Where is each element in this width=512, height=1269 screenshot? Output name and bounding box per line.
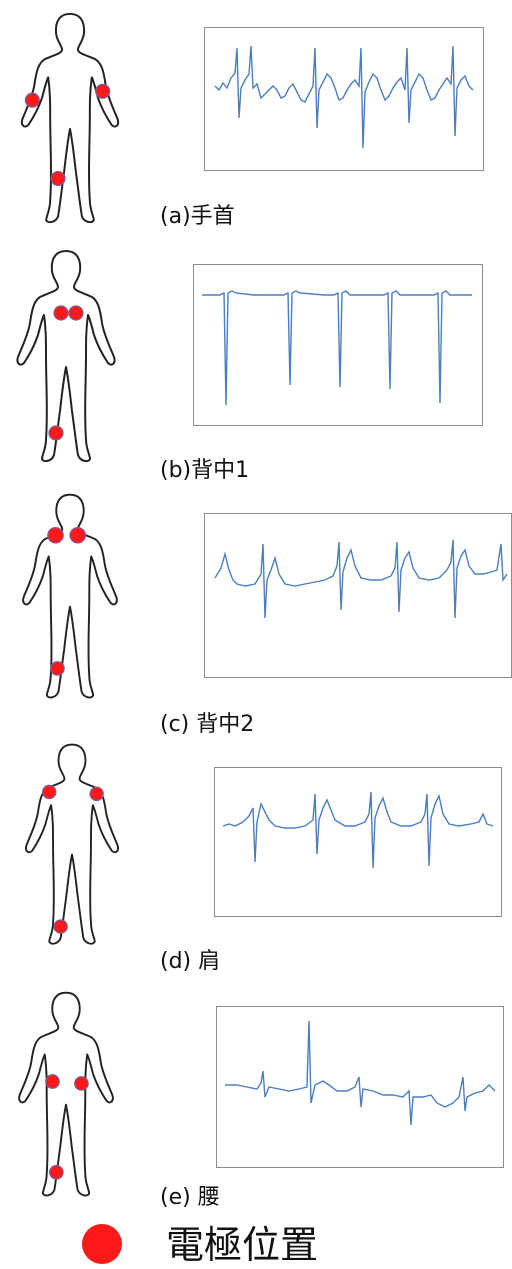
caption-a: (a)手首 — [160, 198, 235, 230]
electrode-right-hip — [75, 1077, 89, 1091]
electrode-ankle — [54, 920, 67, 933]
electrode-ankle — [49, 426, 63, 440]
ecg-trace-a — [215, 46, 473, 148]
electrode-ankle — [51, 662, 65, 676]
ecg-panel-b — [193, 264, 483, 426]
caption-d: (d) 肩 — [160, 943, 220, 975]
legend-label: 電極位置 — [166, 1214, 318, 1269]
ecg-panel-a — [204, 27, 484, 171]
body-figure-e — [6, 985, 126, 1207]
electrode-ankle — [50, 1165, 64, 1179]
electrode-legend-dot — [82, 1224, 122, 1264]
ecg-panel-e — [216, 1006, 504, 1168]
caption-c: (c) 背中2 — [160, 706, 254, 738]
electrode-left-hip — [46, 1075, 60, 1089]
ecg-trace-d — [223, 792, 493, 868]
ecg-panel-d — [214, 767, 502, 917]
electrode-back-left — [48, 528, 63, 543]
electrode-right-wrist — [96, 84, 110, 98]
ecg-trace-e — [225, 1021, 495, 1125]
body-figure-d — [12, 737, 132, 955]
electrode-right-shoulder — [90, 787, 103, 800]
electrode-back-right — [70, 528, 85, 543]
caption-e: (e) 腰 — [160, 1179, 220, 1211]
electrode-left-shoulder — [43, 785, 56, 798]
caption-b: (b)背中1 — [160, 452, 249, 484]
electrode-ankle — [51, 172, 65, 186]
electrode-left-wrist — [25, 93, 39, 107]
body-figure-c — [10, 487, 130, 709]
electrode-back-right — [69, 306, 83, 320]
ecg-panel-c — [204, 513, 512, 678]
body-figure-a — [10, 6, 130, 234]
ecg-trace-b — [202, 291, 472, 405]
body-figure-b — [6, 242, 126, 474]
ecg-trace-c — [215, 540, 507, 618]
electrode-back-left — [54, 306, 68, 320]
